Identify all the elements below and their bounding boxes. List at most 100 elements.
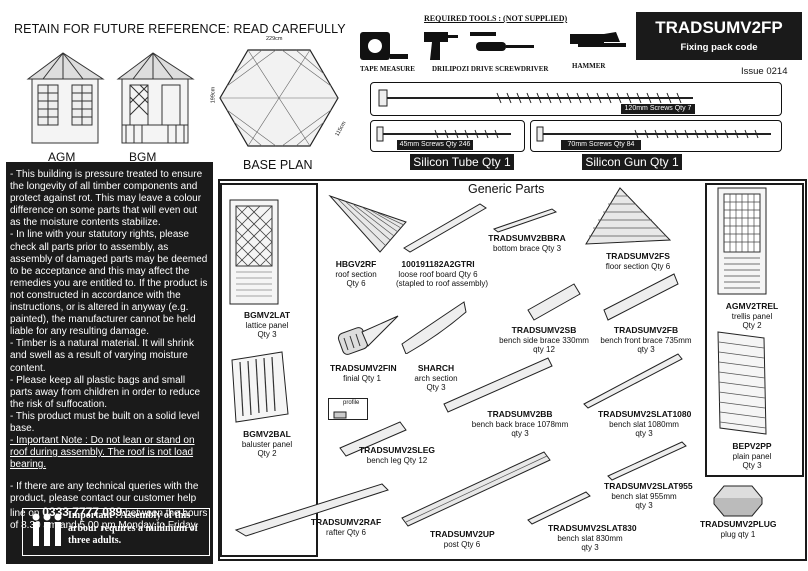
bgm-arbour-drawing — [116, 52, 195, 144]
tool-label-drill: DRILL — [432, 65, 455, 73]
three-adults-note: Important : Assembly of this arbour requ… — [68, 510, 199, 546]
part-code: AGMV2TREL — [725, 301, 779, 311]
finial-drawing — [337, 315, 399, 355]
part-code: BGMV2LAT — [243, 310, 291, 320]
part-code: TRADSUMV2RAF — [310, 517, 382, 527]
slat-830-drawing — [527, 491, 591, 525]
notes-text: - This building is pressure treated to e… — [10, 169, 210, 532]
three-people-icon — [32, 513, 62, 546]
required-tools-title: REQUIRED TOOLS : (NOT SUPPLIED) — [424, 14, 568, 23]
note-roof-warning: - Important Note : Do not lean or stand … — [10, 435, 195, 471]
agm-arbour-drawing — [26, 52, 105, 144]
screwdriver-icon — [470, 32, 534, 51]
profile-shape-icon — [333, 411, 347, 419]
helpline-hours: between the hours of 8.30 am and 5.00 pm… — [10, 507, 208, 531]
product-code-box: TRADSUMV2FP Fixing pack code — [636, 12, 802, 60]
generic-parts-title: Generic Parts — [468, 182, 545, 196]
base-plan-label: BASE PLAN — [243, 158, 313, 172]
tool-label-hammer: HAMMER — [572, 62, 606, 70]
silicon-gun-qty: Silicon Gun Qty 1 — [582, 154, 682, 170]
trellis-panel-drawing — [717, 187, 767, 295]
hammer-icon — [570, 32, 626, 47]
part-code: TRADSUMV2FIN — [330, 363, 397, 373]
base-plan-drawing — [219, 49, 339, 147]
arbour-illustrations — [26, 52, 195, 144]
profile-label: profile — [343, 400, 360, 406]
part-code: TRADSUMV2UP — [430, 529, 495, 539]
side-brace-drawing — [527, 283, 581, 321]
issue-number: Issue 0214 — [741, 66, 788, 77]
part-code: BEPV2PP — [732, 441, 772, 451]
product-code: TRADSUMV2FP — [655, 18, 783, 37]
part-code: TRADSUMV2SB — [511, 325, 577, 335]
back-brace-drawing — [443, 357, 553, 413]
loose-roof-board-drawing — [403, 203, 487, 253]
floor-section-drawing — [585, 187, 672, 245]
note-statutory-rights: - In line with your statutory rights, pl… — [10, 229, 208, 338]
screw-45-icon — [376, 126, 511, 142]
model-label-agm: AGM — [48, 150, 76, 164]
three-adults-box — [22, 508, 210, 556]
screw-70-box: 70mm Screws Qty 84 — [530, 120, 782, 152]
bench-leg-drawing — [339, 421, 407, 457]
screw-45-box: 45mm Screws Qty 246 — [370, 120, 525, 152]
part-code: BGMV2BAL — [243, 429, 291, 439]
silicon-tube-qty: Silicon Tube Qty 1 — [410, 154, 514, 170]
roof-section-drawing — [328, 194, 407, 253]
part-code: TRADSUMV2BB — [487, 409, 553, 419]
arch-section-drawing — [401, 301, 467, 354]
bottom-brace-drawing — [492, 208, 558, 233]
baluster-panel-drawing — [231, 351, 289, 423]
part-code: TRADSUMV2PLUG — [700, 519, 777, 529]
base-plan-height-dim: 199cm — [210, 86, 217, 104]
screw-70-qty: 70mm Screws Qty 84 — [561, 140, 641, 150]
part-code: HBGV2RF — [335, 259, 377, 269]
lattice-panel-drawing — [229, 199, 279, 305]
part-code: 100191182A2GTRI — [401, 259, 475, 269]
tape-measure-icon — [360, 32, 408, 60]
part-code: SHARCH — [417, 363, 455, 373]
screw-120-qty: 120mm Screws Qty 7 — [621, 104, 695, 114]
left-panels-box — [220, 183, 318, 557]
note-pressure-treated: - This building is pressure treated to e… — [10, 169, 203, 229]
post-drawing — [401, 451, 551, 527]
part-code: TRADSUMV2SLEG — [358, 445, 436, 455]
note-plastic-bags: - Please keep all plastic bags and small… — [10, 374, 201, 410]
model-label-bgm: BGM — [129, 150, 157, 164]
tool-label-screwdriver: POZI DRIVE SCREWDRIVER — [452, 65, 549, 73]
right-panels-box — [705, 183, 804, 477]
part-code: TRADSUMV2SLAT955 — [604, 481, 693, 491]
product-subtitle: Fixing pack code — [680, 42, 758, 53]
retain-notice: RETAIN FOR FUTURE REFERENCE: READ CAREFU… — [14, 22, 346, 36]
profile-inset: profile — [328, 398, 368, 420]
plug-drawing — [713, 485, 763, 517]
part-code: TRADSUMV2BBRA — [488, 233, 566, 243]
screw-70-icon — [536, 126, 771, 142]
helpline-prefix: - If there are any technical queries wit… — [10, 481, 199, 519]
notes-panel — [6, 162, 213, 564]
part-code: TRADSUMV2SLAT830 — [548, 523, 637, 533]
part-code: TRADSUMV2FB — [613, 325, 679, 335]
base-plan-width-dim: 229cm — [266, 36, 283, 42]
slat-955-drawing — [607, 441, 687, 481]
slat-1080-drawing — [583, 353, 683, 409]
front-brace-drawing — [603, 273, 679, 321]
